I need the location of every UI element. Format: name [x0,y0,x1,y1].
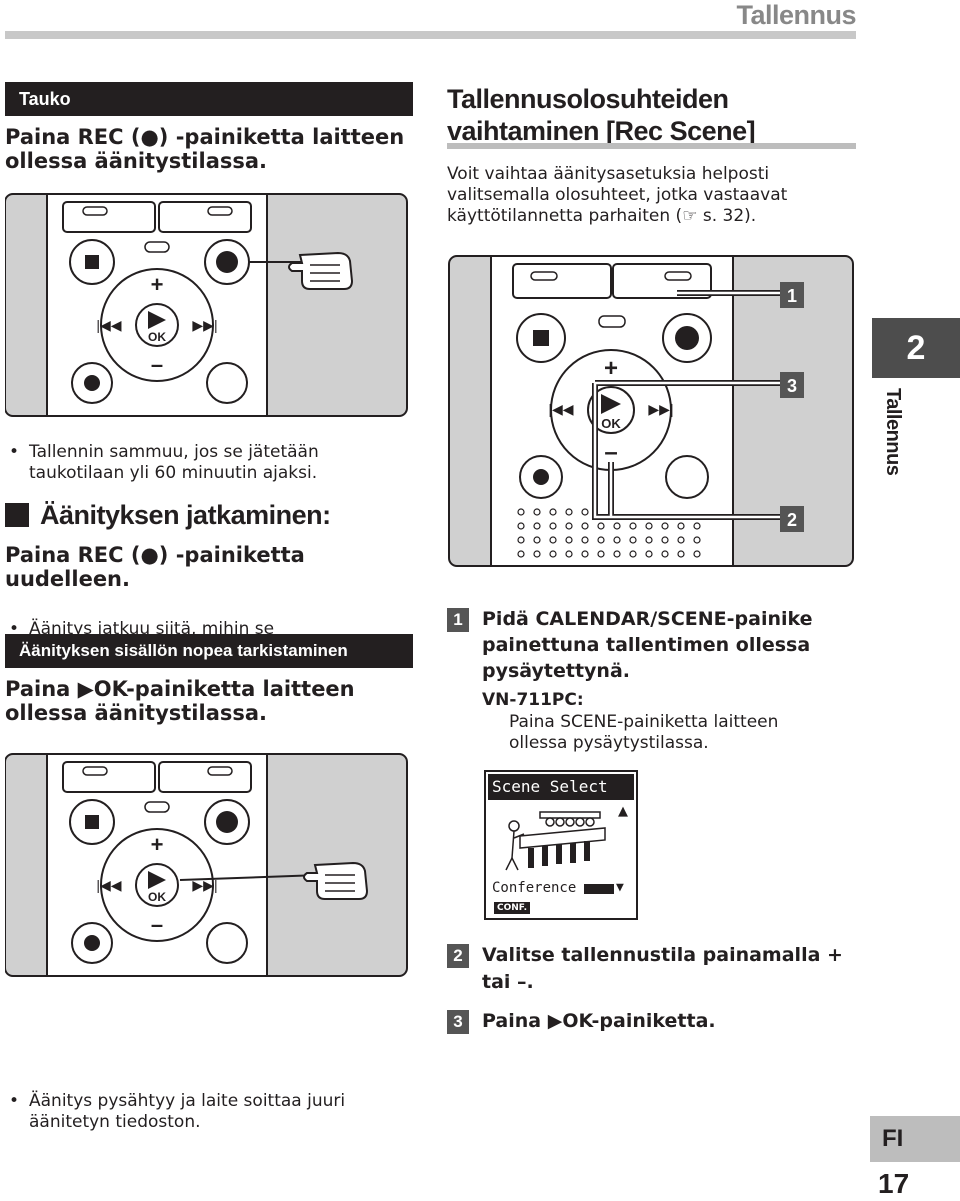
svg-text:|◀◀: |◀◀ [96,877,121,893]
chapter-tab-label: Tallennus [882,388,904,476]
svg-text:|◀◀: |◀◀ [548,401,573,417]
svg-text:▶▶|: ▶▶| [648,401,673,417]
minus-label: – [151,352,163,377]
step-number: 3 [447,1010,469,1034]
scroll-up-icon: ▲ [618,804,628,819]
step-text: Valitse tallennustila painamalla + tai –… [482,944,843,993]
page-number: 17 [878,1168,910,1199]
ok-label: OK [148,890,166,904]
svg-text:|◀◀: |◀◀ [96,317,121,333]
plus-label: + [604,355,618,382]
device-illustration-scene: OK + – |◀◀ ▶▶| 1 3 2 [447,252,857,572]
svg-text:▶▶|: ▶▶| [192,877,217,893]
callout-3: 3 [787,376,797,396]
tarkistus-heading: Äänityksen sisällön nopea tarkistaminen [19,641,348,660]
tarkistus-instruction: Paina ▶OK-painiketta laitteen ollessa ää… [5,677,355,725]
step-number: 2 [447,944,469,968]
step-text: Pidä CALENDAR/SCENE-painike painettuna t… [482,608,813,682]
ok-label: OK [601,416,621,431]
device-illustration-pause: OK + – |◀◀ ▶▶| [4,190,415,420]
model-instruction: Paina SCENE-painiketta laitteen ollessa … [509,712,779,753]
chapter-tab: 2 [872,318,960,378]
page-header-title: Tallennus [736,0,856,30]
plus-label: + [151,832,164,857]
section-intro: Voit vaihtaa äänitysasetuksia helposti v… [447,164,788,226]
scroll-down-icon: ▼ [616,880,624,895]
ok-label: OK [148,330,166,344]
language-tab: FI [870,1116,960,1162]
step-2: 2 Valitse tallennustila painamalla + tai… [447,942,857,996]
tauko-heading: Tauko [19,89,71,109]
callout-2: 2 [787,510,797,530]
step-text: Paina ▶OK-painiketta. [482,1010,716,1032]
minus-label: – [151,912,163,937]
lcd-screen: Scene Select ▲ Conference ▼ CONF. [484,770,638,920]
header-rule [5,31,856,39]
tarkistus-heading-bar: Äänityksen sisällön nopea tarkistaminen [5,634,413,668]
language-code: FI [882,1125,904,1152]
jatkaminen-heading: Äänityksen jatkaminen: [40,500,331,530]
device-illustration-play: OK + – |◀◀ ▶▶| [4,750,415,980]
jatkaminen-instruction: Paina REC (●) -painiketta uudelleen. [5,543,305,591]
section-title-line1: Tallennusolosuhteiden [447,84,729,114]
lcd-tag-text: CONF. [497,903,528,913]
step-number: 1 [447,608,469,632]
plus-label: + [151,272,164,297]
step-3: 3 Paina ▶OK-painiketta. [447,1008,857,1035]
section-title-line2: vaihtaminen [Rec Scene] [447,116,756,146]
lcd-title: Scene Select [492,777,608,796]
lcd-title-bar: Scene Select [488,774,634,800]
lcd-selected-item: Conference [492,880,577,896]
pointing-hand-icon [303,861,369,900]
header-band: Tallennus [0,0,856,40]
svg-text:▶▶|: ▶▶| [192,317,217,333]
model-label: VN-711PC: [482,690,584,710]
callout-1: 1 [787,286,797,306]
tarkistus-note: Äänitys pysähtyy ja laite soittaa juuri … [5,1091,395,1133]
step-1: 1 Pidä CALENDAR/SCENE-painike painettuna… [447,606,857,684]
lcd-selected-row: Conference ▼ [492,878,630,898]
jatkaminen-square-icon [5,503,29,527]
tauko-heading-bar: Tauko [5,82,413,116]
tauko-instruction: Paina REC (●) -painiketta laitteen olles… [5,125,405,173]
conference-scene-icon [505,811,606,871]
lcd-tag: CONF. [494,902,531,914]
lcd-highlight [584,884,614,894]
minus-label: – [604,439,617,466]
pointing-hand-icon [288,251,354,290]
chapter-number: 2 [906,329,926,367]
section-rule [447,143,856,149]
tauko-note: Tallennin sammuu, jos se jätetään taukot… [5,442,385,484]
